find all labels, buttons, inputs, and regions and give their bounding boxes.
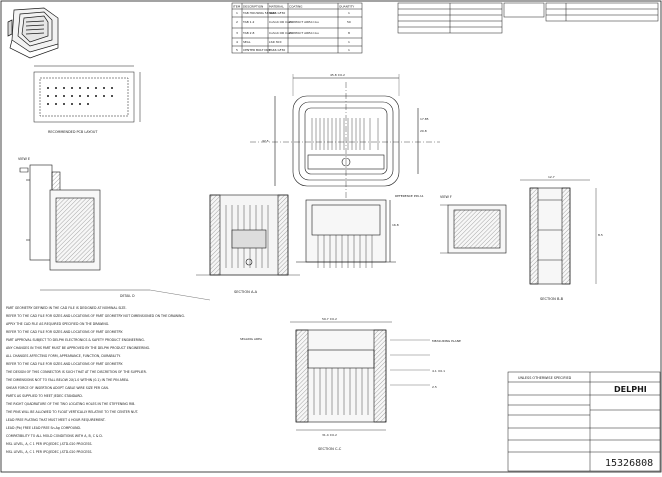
dim-section-cc-bottom: 31.4 ±0.2 bbox=[322, 433, 337, 437]
part-number: 15326808 bbox=[605, 458, 653, 469]
bom-description: TAB HOUSING 58 WAY bbox=[242, 11, 276, 15]
section-aa bbox=[196, 194, 300, 276]
dim-height-middle: 16.8 bbox=[392, 223, 399, 227]
view-c-front bbox=[250, 74, 440, 200]
bom-material: PA66 GF30 bbox=[269, 48, 285, 52]
note-line: SHEAR FORCE OF INSERTION ADOPT CABLE WIR… bbox=[6, 386, 109, 390]
bom-description: TAB 1.2 bbox=[242, 20, 255, 24]
pcb-layout-caption: RECOMMENDED PCB LAYOUT bbox=[48, 130, 98, 134]
bom-header-item: ITEM bbox=[233, 5, 241, 9]
ref-pin-label: REFERENCE PIN A1 bbox=[395, 194, 424, 198]
note-line: THE RIGHT QUADRATURE OF THE TWO LOCATING… bbox=[6, 402, 136, 406]
bom-description: TAB 2.8 bbox=[242, 31, 255, 35]
note-line: THE PINS WILL BE ALLOWED TO FLOAT VERTIC… bbox=[6, 410, 139, 414]
bom-coating: CONTACT AREA=Au bbox=[289, 31, 319, 35]
note-line: REFER TO THE CAD FILE FOR SIZES AND LOCA… bbox=[6, 314, 185, 318]
company-logo: DELPHI bbox=[614, 385, 647, 394]
notes-block: PART GEOMETRY DEFINED IN THE CAD FILE IS… bbox=[0, 306, 260, 466]
note-line: COMPATIBILITY TO ALL MOLD CONDITIONS WIT… bbox=[6, 434, 103, 438]
bom-material: LSR 30± bbox=[269, 40, 282, 44]
bom-table bbox=[231, 2, 363, 54]
bom-material: CuSn4 OR CuZn bbox=[269, 20, 293, 24]
bom-description: CENTER BOLT NUT bbox=[243, 48, 271, 52]
bom-header-coating: COATING bbox=[289, 5, 303, 9]
bom-item: 3 bbox=[236, 31, 238, 35]
dim-tab-pitch: 2.5 bbox=[432, 385, 437, 389]
view-f bbox=[440, 204, 507, 254]
dim-section-bb-height: 8.5 bbox=[598, 233, 603, 237]
bom-coating: CONTACT AREA=Au bbox=[289, 20, 319, 24]
detail-d-caption: DETAIL D bbox=[120, 294, 135, 298]
section-cc bbox=[290, 321, 430, 431]
view-e-caption: VIEW E bbox=[18, 157, 30, 161]
note-line: ANY CHANGES IN THIS PART MUST BE APPROVE… bbox=[6, 346, 151, 350]
note-line: PARTS AS SUPPLIED TO MEET JEDEC STANDARD… bbox=[6, 394, 83, 398]
note-line: ALL CHANGES AFFECTING FORM, APPEARANCE, … bbox=[6, 354, 121, 358]
bom-quantity: 1 bbox=[348, 48, 350, 52]
note-line: LEAD FREE PLATING THAT MUST MEET 4 HOUR … bbox=[6, 418, 106, 422]
note-line: THE DIMENSIONS NOT TO FALL BELOW 2X/1.0 … bbox=[6, 378, 130, 382]
bom-header-quantity: QUANTITY bbox=[339, 5, 354, 9]
bom-item: 5 bbox=[236, 48, 238, 52]
bom-header-material: MATERIAL bbox=[269, 5, 284, 9]
section-cc-caption: SECTION C-C bbox=[318, 447, 342, 451]
bom-quantity: 8 bbox=[348, 31, 350, 35]
section-bb bbox=[520, 179, 597, 285]
section-side-middle bbox=[296, 199, 396, 268]
bom-item: 1 bbox=[236, 11, 238, 15]
pcb-layout-view bbox=[33, 65, 141, 123]
note-line: THE DESIGN OF THIS CONNECTOR IS SUCH THA… bbox=[6, 370, 147, 374]
view-f-caption: VIEW F bbox=[440, 195, 452, 199]
bom-description: SEAL bbox=[243, 40, 251, 44]
iso-connector bbox=[7, 7, 59, 59]
section-bb-caption: SECTION B-B bbox=[540, 297, 564, 301]
note-line: PART APPROVAL SUBJECT TO DELPHI ELECTRON… bbox=[6, 338, 145, 342]
note-line: MSL LEVEL, A, C 1 PER IPC/JEDEC J-STD-02… bbox=[6, 450, 93, 454]
dim-overall-width: 45.8 ±0.2 bbox=[330, 73, 345, 77]
bom-material: CuSn4 OR CuZn bbox=[269, 31, 293, 35]
bom-quantity: 1 bbox=[348, 40, 350, 44]
bom-quantity: 50 bbox=[347, 20, 351, 24]
bom-item: 2 bbox=[236, 20, 238, 24]
note-line: APPLY THE CAD FILE AS REQUIRED SPECIFIED… bbox=[6, 322, 110, 326]
section-aa-caption: SECTION A-A bbox=[234, 290, 258, 294]
bom-text: ITEM DESCRIPTION MATERIAL COATING QUANTI… bbox=[233, 5, 355, 53]
note-line: PART GEOMETRY DEFINED IN THE CAD FILE IS… bbox=[6, 306, 127, 310]
dim-section-cc-width: 59.7 ±0.2 bbox=[322, 317, 337, 321]
note-line: REFER TO THE CAD FILE FOR SIZES AND LOCA… bbox=[6, 330, 123, 334]
dim-section-bb-width: 12.7 bbox=[548, 175, 555, 179]
bom-quantity: 1 bbox=[348, 11, 350, 15]
dim-tab-offset: 4.1 ±0.1 bbox=[432, 369, 445, 373]
note-line: LEAD (Pb) FREE LEAD FREE Sn-Ag COMPOUND. bbox=[6, 426, 81, 430]
sealing-area-label: SEALING AREA bbox=[240, 337, 263, 341]
title-block bbox=[507, 371, 661, 472]
measuring-plane-label: MEASURING PLANE bbox=[432, 339, 461, 343]
dim-inner-height: 20.8 bbox=[420, 129, 427, 133]
bom-header-description: DESCRIPTION bbox=[243, 5, 263, 9]
detail-d bbox=[40, 189, 211, 301]
note-line: REFER TO THE CAD FILE FOR SIZES AND LOCA… bbox=[6, 362, 123, 366]
note-line: MSL LEVEL, A, C 1 PER IPC/JEDEC J-STD-02… bbox=[6, 442, 93, 446]
top-right-blocks bbox=[397, 2, 659, 34]
dim-overall-height: 37.5 bbox=[262, 139, 269, 143]
dim-pitch: 17.85 bbox=[420, 117, 429, 121]
bom-material: PA66 GF30 bbox=[269, 11, 285, 15]
unless-specified-label: UNLESS OTHERWISE SPECIFIED bbox=[518, 376, 572, 380]
bom-item: 4 bbox=[236, 40, 238, 44]
